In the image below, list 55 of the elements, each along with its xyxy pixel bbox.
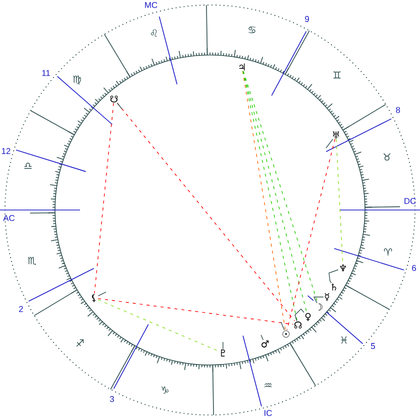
planet-symbol: ☋: [110, 96, 118, 102]
planet-symbol: ♆: [340, 264, 346, 272]
leader-line: [326, 138, 334, 148]
aspect-line: [242, 70, 318, 304]
aspect-line: [98, 298, 294, 325]
aspect-line: [98, 299, 218, 352]
leader-line: [313, 296, 324, 304]
leader-line: [260, 334, 264, 340]
zodiac-symbol: ♒: [264, 383, 272, 388]
leader-line: [222, 342, 224, 350]
zodiac-symbol: ♎: [24, 162, 32, 169]
house-label: 6: [412, 265, 416, 271]
house-label: MC: [145, 2, 158, 8]
house-label: 9: [305, 16, 309, 22]
planet-symbol: ⚸: [92, 294, 96, 302]
zodiac-symbol: ♍: [73, 75, 81, 85]
planet-symbol: ☉: [282, 330, 290, 338]
house-label: 5: [371, 343, 375, 349]
zodiac-symbol: ♌: [150, 29, 158, 37]
house-label: 11: [42, 70, 50, 76]
leader-line: [294, 308, 304, 322]
planet-symbol: ♇: [221, 350, 225, 356]
zodiac-symbol: ♋: [248, 26, 256, 34]
planet-symbol: ☽: [318, 304, 322, 310]
house-label: IC: [264, 410, 272, 416]
leader-line: [280, 322, 285, 330]
zodiac-symbol: ♐: [76, 339, 84, 347]
house-label: 8: [396, 107, 400, 113]
zodiac-symbol: ♑: [161, 386, 169, 394]
leader-line: [328, 269, 339, 284]
planet-symbol: ♃: [239, 64, 245, 70]
zodiac-symbol: ♏: [28, 256, 36, 266]
zodiac-symbol: ♓: [341, 336, 347, 344]
zodiac-symbol: ♈: [384, 248, 392, 256]
house-label: 3: [110, 396, 114, 402]
zodiac-symbol: ♉: [383, 153, 391, 161]
house-label: DC: [404, 198, 416, 204]
zodiac-symbol: ♊: [333, 71, 341, 79]
aspect-line: [94, 102, 114, 294]
planet-symbol: ☿: [324, 293, 330, 301]
house-label: 2: [19, 306, 23, 312]
aspect-line: [286, 138, 336, 330]
planet-symbol: ☊: [294, 322, 302, 328]
house-label: AC: [3, 215, 15, 221]
house-label: 12: [2, 148, 10, 154]
planet-symbol: ♂: [262, 340, 269, 348]
leader-line: [116, 102, 122, 110]
aspect-line: [242, 70, 298, 322]
aspect-line: [242, 70, 308, 313]
planet-symbol: ♅: [332, 132, 340, 138]
aspect-line: [242, 70, 286, 330]
planet-symbol: ♀: [305, 312, 311, 322]
aspect-line: [116, 102, 296, 322]
planet-symbol: ♄: [332, 284, 336, 290]
leader-line: [98, 292, 106, 296]
